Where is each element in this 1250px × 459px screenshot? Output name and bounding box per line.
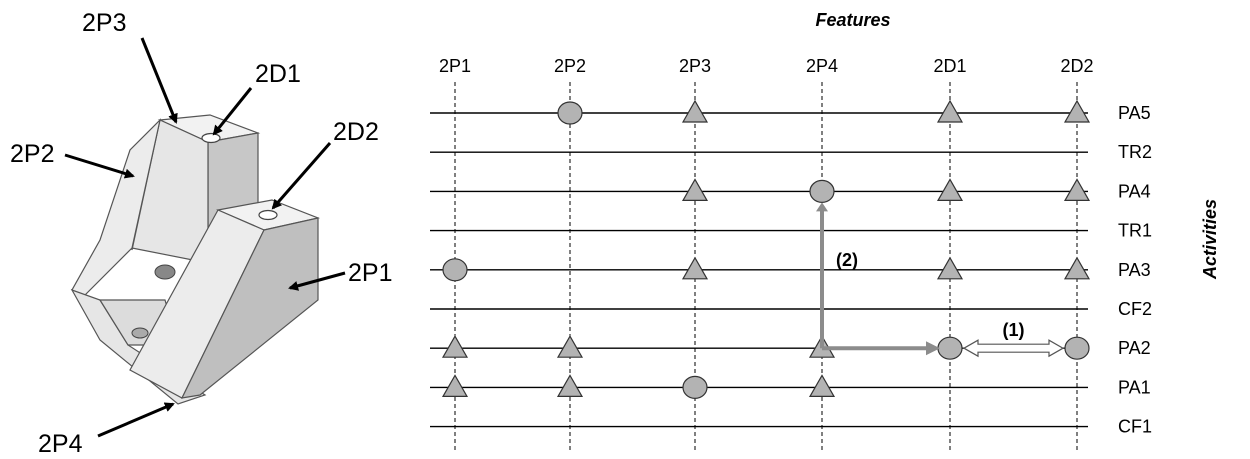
marker-PA5-2P3-triangle [681, 99, 709, 123]
activity-label-PA2: PA2 [1118, 338, 1151, 358]
lower-bore [131, 327, 149, 339]
feature-header-2P4: 2P4 [806, 56, 838, 76]
feature-header-2P3: 2P3 [679, 56, 711, 76]
matrix-arrows: (2) (1) [816, 202, 1065, 358]
part-illustration: 2P3 2D1 2P2 2D2 2P1 2P4 [10, 9, 392, 458]
activity-label-PA1: PA1 [1118, 377, 1151, 397]
marker-PA1-2P1-triangle [441, 374, 469, 397]
marker-PA2-2P2-triangle [556, 334, 584, 358]
marker-PA5-2D1-triangle [936, 99, 964, 123]
arrow-1-double [962, 339, 1065, 358]
hole-2D2 [258, 209, 278, 221]
label-2P2: 2P2 [10, 140, 54, 168]
marker-PA2-2P1-triangle [441, 334, 469, 358]
feature-activity-matrix: Features Activities 2P1 2P2 2P3 2P4 2D1 2D2PA… [430, 10, 1220, 452]
arrow-2-label: (2) [836, 250, 858, 270]
feature-header-2D1: 2D1 [933, 56, 966, 76]
marker-PA3-2P1-circle [442, 258, 468, 282]
activity-label-PA4: PA4 [1118, 181, 1151, 201]
marker-PA3-2D1-triangle [936, 256, 964, 280]
label-2P4: 2P4 [38, 430, 83, 458]
marker-PA4-2D1-triangle [936, 178, 964, 201]
label-2D2: 2D2 [333, 118, 379, 146]
base-bore [154, 264, 176, 280]
leader-2D1 [212, 87, 253, 136]
label-2D1: 2D1 [255, 60, 301, 88]
leader-2P4 [97, 402, 175, 438]
leader-2P2 [64, 153, 135, 179]
activity-label-PA3: PA3 [1118, 260, 1151, 280]
feature-header-2P2: 2P2 [554, 56, 586, 76]
arrow-2-head [816, 202, 828, 212]
arrow-1-label: (1) [1003, 320, 1025, 340]
marker-PA5-2D2-triangle [1063, 99, 1091, 123]
marker-PA3-2D2-triangle [1063, 256, 1091, 280]
matrix-grid: 2P1 2P2 2P3 2P4 2D1 2D2PA5TR2PA4TR1PA3CF2PA2P… [430, 56, 1152, 452]
matrix-title: Features [815, 10, 890, 30]
marker-PA2-2D2-circle [1064, 336, 1090, 360]
arrow-to-2D1-head [926, 341, 940, 356]
right-column-front-face [180, 217, 319, 399]
marker-PA5-2P2-circle [557, 101, 583, 125]
feature-header-2D2: 2D2 [1060, 56, 1093, 76]
hole-2D1 [201, 132, 221, 144]
matrix-side-title: Activities [1200, 199, 1220, 280]
activity-label-PA5: PA5 [1118, 103, 1151, 123]
matrix-markers [441, 99, 1091, 399]
leader-2P3 [140, 37, 178, 124]
marker-PA4-2P4-circle [809, 179, 835, 203]
activity-label-TR1: TR1 [1118, 221, 1152, 241]
activity-label-CF1: CF1 [1118, 417, 1152, 437]
feature-header-2P1: 2P1 [439, 56, 471, 76]
leader-2D2 [271, 142, 332, 210]
marker-PA1-2P4-triangle [808, 374, 836, 397]
marker-PA3-2P3-triangle [681, 256, 709, 280]
label-2P1: 2P1 [348, 259, 392, 287]
marker-PA4-2P3-triangle [681, 178, 709, 201]
marker-PA1-2P3-circle [682, 375, 708, 399]
marker-PA4-2D2-triangle [1063, 178, 1091, 201]
label-2P3: 2P3 [82, 9, 126, 37]
activity-label-TR2: TR2 [1118, 142, 1152, 162]
activity-label-CF2: CF2 [1118, 299, 1152, 319]
leader-2P1 [288, 271, 346, 291]
marker-PA1-2P2-triangle [556, 374, 584, 397]
marker-PA2-2D1-circle [937, 336, 963, 360]
